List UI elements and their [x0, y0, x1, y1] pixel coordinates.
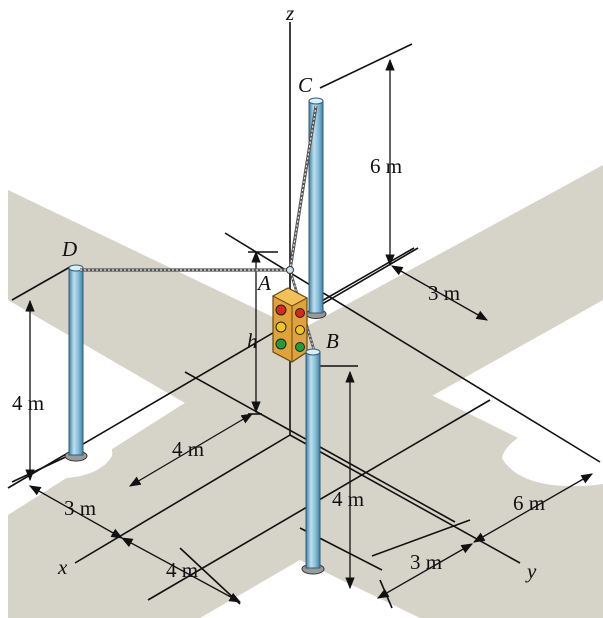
dim-label-6m-c-height: 6 m: [370, 154, 402, 178]
pole-d: [64, 264, 88, 462]
axis-label-z: z: [285, 1, 294, 25]
dim-label-4m-d-height: 4 m: [12, 391, 44, 415]
dim-label-4m-b-height: 4 m: [332, 487, 364, 511]
labels: z x y C D A B h 6 m 3 m 4 m 4 m 3 m 4 m …: [12, 1, 545, 583]
point-label-d: D: [61, 237, 77, 261]
x-axis: [74, 434, 291, 564]
dim-label-4m-b-offset: 4 m: [166, 558, 198, 582]
pole-b: [301, 348, 325, 575]
pole-c: [305, 97, 327, 319]
point-label-a: A: [256, 271, 271, 295]
axis-label-y: y: [525, 559, 537, 583]
point-label-b: B: [326, 329, 339, 353]
traffic-signal: [271, 266, 309, 363]
dim-label-3m-c-offset: 3 m: [428, 281, 460, 305]
dim-label-4m-d-offset: 4 m: [172, 437, 204, 461]
cables: [80, 105, 318, 351]
dim-label-3m-d-offset: 3 m: [64, 496, 96, 520]
cable-ac: [288, 105, 318, 271]
dim-label-6m-c-offset: 6 m: [513, 491, 545, 515]
variable-label-h: h: [247, 329, 258, 353]
axis-label-x: x: [57, 555, 68, 579]
dim-label-3m-b-offset: 3 m: [410, 550, 442, 574]
point-label-c: C: [298, 73, 313, 97]
dimension-lines: [25, 58, 594, 603]
